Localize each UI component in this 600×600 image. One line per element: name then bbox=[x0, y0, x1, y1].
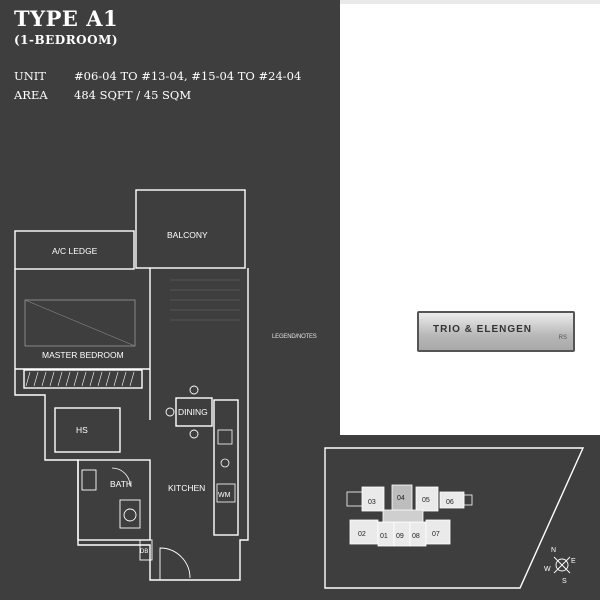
logo-small: RS bbox=[558, 335, 567, 341]
area-label: AREA bbox=[14, 88, 48, 102]
site-unit-label: 03 bbox=[368, 499, 376, 506]
site-unit-label: 02 bbox=[358, 531, 366, 538]
compass-s: S bbox=[562, 578, 567, 585]
compass-n: N bbox=[551, 547, 556, 554]
kitchen-counter bbox=[213, 399, 239, 536]
room-label-ac-ledge: A/C LEDGE bbox=[52, 246, 98, 256]
site-unit-label: 09 bbox=[396, 533, 404, 540]
sink-icon bbox=[217, 429, 233, 445]
unit-label: UNIT bbox=[14, 69, 46, 83]
bed bbox=[24, 299, 136, 347]
room-label-kitchen: KITCHEN bbox=[168, 483, 205, 493]
ac-ledge-outline bbox=[14, 230, 135, 270]
site-unit-label: 07 bbox=[432, 531, 440, 538]
room-label-bath: BATH bbox=[110, 479, 132, 489]
room-label-dining: DINING bbox=[178, 407, 208, 417]
site-boundary bbox=[324, 447, 585, 589]
area-row: AREA 484 SQFT / 45 SQM bbox=[14, 88, 191, 102]
dining-table bbox=[175, 397, 213, 427]
side-legend: LEGEND/NOTES bbox=[272, 334, 317, 340]
compass-icon bbox=[553, 556, 571, 574]
wardrobe bbox=[23, 369, 143, 389]
hob-icon bbox=[220, 458, 230, 468]
unit-type-subtitle: (1-BEDROOM) bbox=[14, 33, 119, 47]
site-unit-label: 08 bbox=[412, 533, 420, 540]
developer-logo: TRIO & ELENGEN RS bbox=[417, 311, 575, 352]
bath-outline bbox=[77, 459, 151, 541]
wm-box bbox=[216, 483, 236, 503]
room-label-master-bedroom: MASTER BEDROOM bbox=[42, 350, 124, 360]
site-unit-label: 06 bbox=[446, 499, 454, 506]
site-unit-label: 04 bbox=[397, 495, 405, 502]
hs-outline bbox=[54, 407, 121, 453]
site-unit-label: 01 bbox=[380, 533, 388, 540]
room-label-wm: WM bbox=[218, 492, 231, 499]
logo-text: TRIO & ELENGEN bbox=[433, 324, 533, 335]
area-value: 484 SQFT / 45 SQM bbox=[74, 88, 192, 102]
compass-w: W bbox=[544, 566, 551, 573]
balcony-outline bbox=[135, 189, 246, 269]
room-label-hs: HS bbox=[76, 425, 88, 435]
db-box bbox=[139, 539, 153, 561]
room-label-balcony: BALCONY bbox=[167, 230, 208, 240]
unit-value: #06-04 TO #13-04, #15-04 TO #24-04 bbox=[74, 69, 302, 83]
entrance-door bbox=[159, 547, 191, 580]
compass-e: E bbox=[571, 558, 576, 565]
unit-type-title: TYPE A1 bbox=[14, 6, 119, 31]
site-block-plan bbox=[346, 484, 473, 547]
room-label-db: DB bbox=[140, 549, 148, 555]
unit-row: UNIT #06-04 TO #13-04, #15-04 TO #24-04 bbox=[14, 69, 301, 83]
white-panel bbox=[340, 0, 600, 435]
site-unit-label: 05 bbox=[422, 497, 430, 504]
outer-wall bbox=[14, 268, 249, 581]
toilet-icon bbox=[123, 508, 137, 522]
